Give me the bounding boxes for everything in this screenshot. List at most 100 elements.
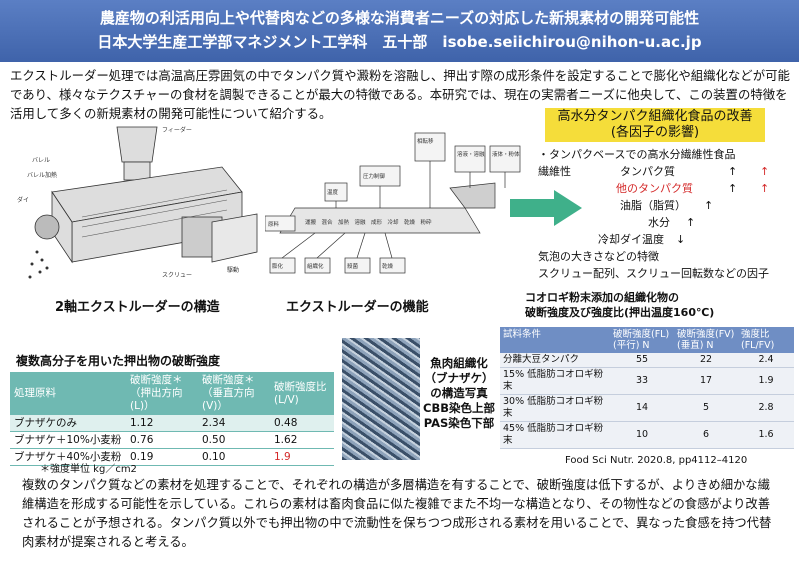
conclusion-text: 複数のタンパク質などの素材を処理することで、それぞれの構造が多層構造を有すること… xyxy=(22,478,772,549)
svg-text:膨化: 膨化 xyxy=(272,262,284,270)
flow-caption: エクストルーダーの機能 xyxy=(286,300,429,315)
extruder-function-diagram: 相転移 溶液・溶融 液体・粉体 圧力制御 温度 運搬 混合 加熱 溶融 成形 冷… xyxy=(265,132,521,274)
breaking-strength-table: 処理原料 破断強度＊（押出方向(L)） 破断強度＊（垂直方向(V)） 破断強度比… xyxy=(10,372,334,466)
fish-caption-line: （ブナザケ） xyxy=(424,371,494,385)
unit-note: ＊強度単位 kg／cm2 xyxy=(40,464,137,475)
fish-caption-line: の構造写真 xyxy=(430,386,488,400)
table-cell: ブナザケ＋10%小麦粉 xyxy=(10,431,126,449)
cricket-powder-table: 試料条件 破断強度(FL)(平行) N 破断強度(FV)(垂直) N 強度比(F… xyxy=(500,327,794,449)
table-cell: 1.9 xyxy=(270,448,334,466)
panel-title-line2: (各因子の影響) xyxy=(610,125,700,140)
machine-caption: 2軸エクストルーダーの構造 xyxy=(55,300,220,315)
table-cell: 6 xyxy=(674,421,738,449)
factor-screw: スクリュー配列、スクリュー回転数などの因子 xyxy=(538,267,769,280)
factor-protein: タンパク質 xyxy=(620,165,675,178)
table1-header: 処理原料 xyxy=(10,372,126,415)
table-cell: 22 xyxy=(674,353,738,368)
factor-die-temp: 冷却ダイ温度 xyxy=(598,233,664,246)
fish-caption-line: PAS染色下部 xyxy=(423,416,495,430)
panel-title-line1: 高水分タンパク組織化食品の改善 xyxy=(557,109,753,124)
table-row: ブナザケ＋40%小麦粉 0.19 0.10 1.9 xyxy=(10,448,334,466)
table-cell: 0.19 xyxy=(126,448,198,466)
down-arrow-icon: ↓ xyxy=(676,233,686,246)
label-barrel-heating: バレル加熱 xyxy=(27,171,57,179)
table-row: 45% 低脂肪コオロギ粉末 10 6 1.6 xyxy=(500,421,794,449)
fish-caption-line: CBB染色上部 xyxy=(423,401,495,415)
factor-other-protein: 他のタンパク質 xyxy=(616,182,693,195)
table-cell: 45% 低脂肪コオロギ粉末 xyxy=(500,421,610,449)
svg-text:運搬 混合 加熱 溶融 成形 冷却 乾燥 粉砕: 運搬 混合 加熱 溶融 成形 冷却 乾燥 粉砕 xyxy=(305,218,432,226)
up-arrow-red-icon: ↑ xyxy=(760,182,770,195)
table-cell: ブナザケ＋40%小麦粉 xyxy=(10,448,126,466)
svg-text:原料: 原料 xyxy=(268,220,280,228)
extruder-structure-illustration: フィーダー バレル バレル加熱 ダイ スクリュー 駆動 xyxy=(17,126,258,279)
svg-text:温度: 温度 xyxy=(327,188,339,196)
table-row: ブナザケのみ 1.12 2.34 0.48 xyxy=(10,415,334,432)
svg-text:組織化: 組織化 xyxy=(307,262,324,270)
reference-citation: Food Sci Nutr. 2020.8, pp4112–4120 xyxy=(565,455,748,466)
label-barrel: バレル xyxy=(32,157,50,164)
up-arrow-icon: ↑ xyxy=(728,182,738,195)
label-drive: 駆動 xyxy=(227,266,239,274)
table2-header: 強度比(FL/FV) xyxy=(738,327,794,353)
table-cell: 0.48 xyxy=(270,415,334,432)
table-cell: 2.4 xyxy=(738,353,794,368)
svg-text:乾燥: 乾燥 xyxy=(382,262,394,270)
table1-header: 破断強度比(L/V) xyxy=(270,372,334,415)
svg-text:液体・粉体: 液体・粉体 xyxy=(492,150,520,158)
table2-header: 試料条件 xyxy=(500,327,610,353)
table2-header: 破断強度(FL)(平行) N xyxy=(610,327,674,353)
table-cell: 分離大豆タンパク xyxy=(500,353,610,368)
factor-water: 水分 xyxy=(648,216,670,229)
table-cell: 0.76 xyxy=(126,431,198,449)
factor-bubble: 気泡の大きさなどの特徴 xyxy=(538,250,659,263)
table-cell: ブナザケのみ xyxy=(10,415,126,432)
svg-text:相転移: 相転移 xyxy=(417,137,434,145)
table-row: 15% 低脂肪コオロギ粉末 33 17 1.9 xyxy=(500,367,794,395)
table-cell: 33 xyxy=(610,367,674,395)
label-screw: スクリュー xyxy=(162,272,192,279)
table-cell: 30% 低脂肪コオロギ粉末 xyxy=(500,394,610,422)
table-row: ブナザケ＋10%小麦粉 0.76 0.50 1.62 xyxy=(10,431,334,449)
factor-fiber: 繊維性 xyxy=(538,165,571,178)
svg-text:圧力制御: 圧力制御 xyxy=(363,172,386,180)
table1-title: 複数高分子を用いた押出物の破断強度 xyxy=(16,354,221,368)
fish-caption: 魚肉組織化 （ブナザケ） の構造写真 CBB染色上部 PAS染色下部 xyxy=(421,356,497,431)
panel-title: 高水分タンパク組織化食品の改善 (各因子の影響) xyxy=(545,108,765,142)
table-cell: 2.34 xyxy=(198,415,270,432)
feeder-hopper xyxy=(116,126,158,163)
factor-fat: 油脂（脂質） xyxy=(620,199,686,212)
fish-caption-line: 魚肉組織化 xyxy=(430,356,488,370)
table2-header: 破断強度(FV)(垂直) N xyxy=(674,327,738,353)
fish-structure-photo xyxy=(342,338,420,460)
table-row: 分離大豆タンパク 55 22 2.4 xyxy=(500,353,794,368)
table-row: 30% 低脂肪コオロギ粉末 14 5 2.8 xyxy=(500,394,794,422)
intro-text: エクストルーダー処理では高温高圧雰囲気の中でタンパク質や澱粉を溶融し、押出す際の… xyxy=(10,68,790,121)
table-cell: 1.12 xyxy=(126,415,198,432)
table-cell: 5 xyxy=(674,394,738,422)
table-cell: 1.6 xyxy=(738,421,794,449)
up-arrow-icon: ↑ xyxy=(686,216,696,229)
table2-title-line: 破断強度及び強度比(押出温度160℃) xyxy=(525,306,715,319)
label-die: ダイ xyxy=(17,196,29,204)
table-cell: 17 xyxy=(674,367,738,395)
up-arrow-icon: ↑ xyxy=(704,199,714,212)
up-arrow-icon: ↑ xyxy=(728,165,738,178)
table-cell: 1.62 xyxy=(270,431,334,449)
right-arrow-icon xyxy=(510,190,582,226)
table-cell: 0.10 xyxy=(198,448,270,466)
table1-header: 破断強度＊（垂直方向(V)） xyxy=(198,372,270,415)
label-feeder: フィーダー xyxy=(162,126,192,134)
table1-header: 破断強度＊（押出方向(L)） xyxy=(126,372,198,415)
table-cell: 0.50 xyxy=(198,431,270,449)
table2-title-line: コオロギ粉末添加の組織化物の xyxy=(525,291,679,304)
table-cell: 2.8 xyxy=(738,394,794,422)
table-cell: 55 xyxy=(610,353,674,368)
poster-header: 農産物の利活用向上や代替肉などの多様な消費者ニーズの対応した新規素材の開発可能性… xyxy=(0,0,799,62)
up-arrow-red-icon: ↑ xyxy=(760,165,770,178)
svg-text:溶液・溶融: 溶液・溶融 xyxy=(457,150,485,158)
poster-title: 農産物の利活用向上や代替肉などの多様な消費者ニーズの対応した新規素材の開発可能性 xyxy=(99,9,700,27)
author-line: 日本大学生産工学部マネジメント工学科 五十部 isobe.seiichirou@… xyxy=(97,33,702,51)
svg-text:殺菌: 殺菌 xyxy=(347,262,359,270)
table-cell: 10 xyxy=(610,421,674,449)
